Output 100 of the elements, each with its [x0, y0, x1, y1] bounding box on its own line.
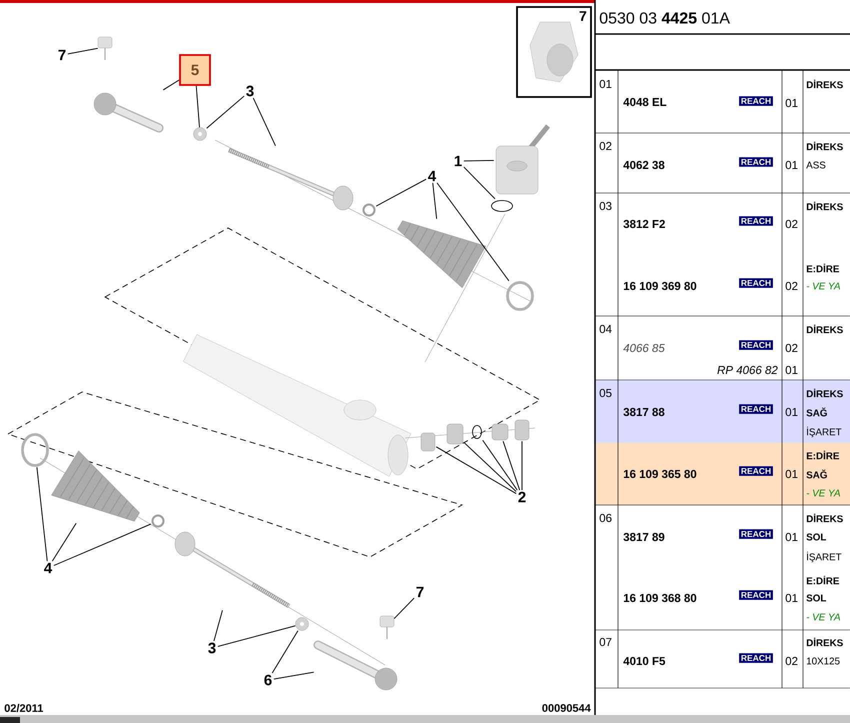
reach-badge: REACH: [739, 404, 773, 414]
description: ASS: [806, 162, 826, 168]
description: DİREKS: [806, 80, 843, 88]
bellows-boot-drawing: [51, 450, 140, 522]
description: E:DİRE: [806, 576, 840, 584]
drawing-number: 00090544: [542, 704, 591, 712]
part-number: 16 109 365 80: [624, 470, 696, 478]
leader-line: [376, 178, 427, 207]
callout-number: 3: [208, 642, 216, 654]
callout-number: 3: [246, 86, 254, 96]
clip-drawing: [152, 514, 164, 528]
part-number: 4066 85: [623, 344, 665, 352]
leader-line: [463, 166, 496, 200]
quantity: 01: [786, 594, 798, 602]
description: DİREKS: [806, 638, 843, 646]
description: SOL: [806, 534, 826, 540]
reach-badge: REACH: [739, 278, 773, 288]
part-number: 3817 88: [623, 408, 664, 416]
tie-rod-end-drawing: [314, 640, 398, 690]
inner-tie-rod-drawing: [174, 532, 290, 608]
description: DİREKS: [806, 514, 843, 522]
boot-clamp-drawing: [21, 433, 49, 467]
leader-line: [217, 625, 296, 647]
leader-line: [196, 85, 200, 128]
leader-line: [394, 598, 415, 620]
description: - VE YA: [806, 614, 840, 620]
description: DİREKS: [806, 388, 843, 398]
bushing-drawing: [492, 424, 508, 440]
leader-line: [272, 630, 298, 674]
washer-drawing: [193, 127, 207, 141]
boot-clamp-drawing: [506, 281, 534, 311]
highlighted-callout: 5: [179, 54, 211, 86]
description: E:DİRE: [806, 450, 840, 460]
reach-badge: REACH: [739, 466, 773, 476]
part-number: 16 109 369 80: [624, 282, 696, 290]
part-number: 3817 89: [623, 532, 664, 542]
callout-number: 7: [416, 586, 424, 598]
row-number: 04: [600, 324, 612, 334]
leader-line: [252, 98, 276, 146]
description: SAĞ: [806, 408, 827, 416]
quantity: 01: [786, 160, 798, 170]
description: İŞARET: [807, 552, 842, 562]
part-number: 16 109 368 80: [624, 594, 696, 602]
leader-line: [436, 182, 510, 282]
leader-line: [432, 182, 438, 220]
nut-drawing: [98, 36, 112, 60]
date-text: 02/2011: [4, 704, 44, 712]
description: SAĞ: [806, 470, 827, 478]
quantity: 01: [786, 366, 798, 374]
reach-badge: REACH: [739, 590, 773, 600]
bushing-drawing: [514, 420, 530, 440]
row-number: 07: [600, 638, 612, 646]
callout-number: 1: [454, 156, 462, 166]
leader-line: [482, 440, 518, 491]
description: İŞARET: [807, 426, 842, 438]
callout-number: 6: [264, 674, 272, 686]
quantity: 02: [786, 282, 798, 290]
leader-line: [464, 442, 517, 492]
leader-line: [53, 524, 152, 566]
quantity: 01: [786, 470, 798, 478]
description: - VE YA: [806, 282, 840, 290]
description: - VE YA: [806, 490, 840, 496]
o-ring-drawing: [472, 425, 482, 439]
leader-line: [214, 610, 223, 642]
clip-drawing: [362, 204, 376, 216]
reach-badge: REACH: [739, 157, 773, 167]
leader-line: [502, 440, 520, 491]
description: DİREKS: [806, 324, 843, 334]
leader-line: [436, 446, 517, 494]
callout-number: 2: [518, 492, 526, 502]
leader-line: [273, 672, 314, 680]
row-number: 02: [600, 142, 612, 150]
quantity: 02: [786, 656, 798, 666]
reach-badge: REACH: [739, 653, 773, 663]
part-number: 4062 38: [623, 160, 664, 170]
part-number: 4010 F5: [623, 656, 666, 666]
reach-badge: REACH: [739, 529, 773, 539]
description: DİREKS: [806, 202, 843, 210]
nut-drawing: [380, 616, 394, 640]
leader-line: [36, 466, 48, 562]
description: SOL: [806, 594, 826, 602]
tie-rod-end-drawing: [94, 92, 164, 132]
pinion-housing-drawing: [496, 124, 550, 194]
quantity: 02: [786, 220, 798, 228]
o-ring-drawing: [491, 200, 513, 212]
part-number: 3812 F2: [623, 220, 665, 228]
bushing-drawing: [420, 432, 436, 452]
inset-box: 7: [516, 6, 592, 98]
quantity: 02: [786, 344, 798, 352]
bushing-drawing: [446, 424, 464, 444]
quantity: 01: [786, 98, 798, 108]
row-number: 05: [600, 388, 612, 398]
callout-number: 4: [44, 562, 52, 574]
part-number: RP 4066 82: [717, 366, 778, 374]
leader-line: [67, 48, 98, 54]
leader-line: [52, 522, 77, 562]
description: DİREKS: [806, 142, 843, 150]
bellows-boot-drawing: [397, 220, 486, 288]
leader-line: [206, 96, 245, 129]
reach-badge: REACH: [739, 216, 773, 226]
